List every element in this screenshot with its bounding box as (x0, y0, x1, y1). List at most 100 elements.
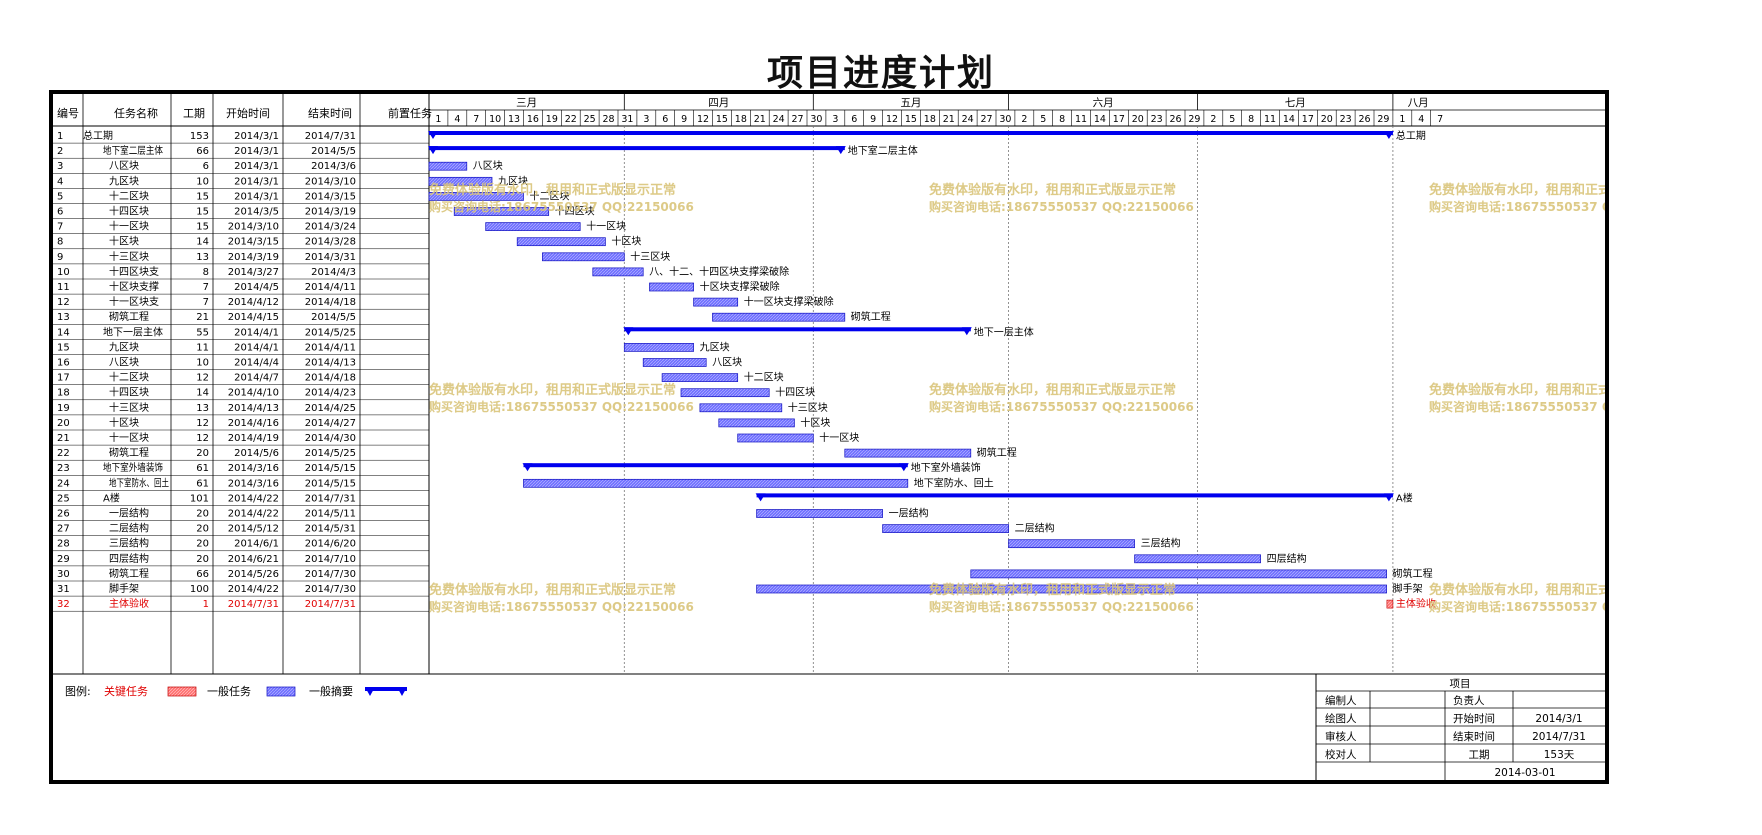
task-id: 20 (57, 418, 70, 429)
bar-label: 八、十二、十四区块支撑梁破除 (649, 265, 789, 278)
watermark-line1: 免费体验版有水印，租用和正式版显示正常 (429, 382, 676, 398)
task-id: 11 (57, 282, 70, 293)
task-start: 2014/4/22 (228, 584, 279, 595)
task-id: 1 (57, 131, 63, 142)
task-duration: 20 (196, 524, 209, 535)
task-id: 17 (57, 373, 70, 384)
bar-label: 砌筑工程 (977, 446, 1017, 459)
task-start: 2014/4/4 (234, 358, 279, 369)
task-bar (428, 161, 468, 171)
legend-critical-swatch (167, 686, 197, 697)
task-end: 2014/6/20 (305, 539, 356, 550)
task-bar (737, 433, 814, 443)
critical-bar (1386, 599, 1394, 609)
watermark-line1: 免费体验版有水印，租用和正式版显示正常 (429, 182, 676, 198)
header-task-name: 任务名称 (114, 106, 158, 120)
task-name: 十一区块 (109, 431, 149, 444)
task-duration: 55 (196, 327, 209, 338)
task-duration: 12 (196, 433, 209, 444)
task-end: 2014/5/15 (305, 463, 356, 474)
task-start: 2014/4/19 (228, 433, 279, 444)
task-end: 2014/5/5 (311, 312, 356, 323)
task-duration: 15 (196, 222, 209, 233)
bar-label: 二层结构 (1015, 522, 1055, 535)
task-start: 2014/7/31 (228, 599, 279, 610)
legend-label: 图例: (65, 684, 91, 698)
task-name: 十区块 (109, 416, 139, 429)
bar-label: 九区块 (700, 341, 730, 353)
watermark-line1: 免费体验版有水印，租用和正式版显示正常 (1429, 582, 1605, 598)
task-name: 十二区块 (109, 189, 149, 202)
bar-label: 地下室二层主体 (848, 144, 918, 157)
info-drawer-label: 绘图人 (1325, 712, 1357, 725)
day-tick-label: 18 (924, 114, 936, 125)
summary-bar (429, 146, 845, 151)
task-start: 2014/4/15 (228, 312, 279, 323)
day-tick-label: 29 (1377, 114, 1389, 125)
task-start: 2014/3/5 (234, 207, 279, 218)
task-name: 十四区块支 (109, 265, 159, 278)
bar-label: 八区块 (712, 357, 742, 369)
task-start: 2014/3/1 (234, 146, 279, 157)
info-date-value: 2014-03-01 (1494, 767, 1555, 779)
task-name: 十区块 (109, 235, 139, 248)
task-bar (516, 237, 606, 247)
task-id: 9 (57, 252, 63, 263)
task-start: 2014/5/12 (228, 524, 279, 535)
task-bar (699, 403, 783, 413)
month-label: 四月 (708, 97, 729, 109)
task-end: 2014/7/31 (305, 599, 356, 610)
task-start: 2014/3/1 (234, 176, 279, 187)
task-end: 2014/4/13 (305, 358, 356, 369)
summary-bar (523, 463, 908, 468)
task-duration: 61 (196, 478, 209, 489)
task-name: 八区块 (109, 160, 139, 172)
task-start: 2014/4/1 (234, 327, 279, 338)
bar-label: 十一区块 (586, 220, 626, 233)
task-name: 十一区块 (109, 220, 149, 233)
info-duration-value: 153天 (1544, 749, 1575, 761)
task-bar (718, 418, 795, 428)
watermark-line1: 免费体验版有水印，租用和正式版显示正常 (929, 582, 1176, 598)
task-start: 2014/4/10 (228, 388, 279, 399)
task-end: 2014/3/19 (305, 207, 356, 218)
bar-label: 砌筑工程 (851, 310, 891, 323)
task-duration: 13 (196, 252, 209, 263)
bar-label: 十三区块 (788, 401, 828, 414)
day-tick-label: 29 (1188, 114, 1200, 125)
task-id: 4 (57, 176, 63, 187)
day-tick-label: 17 (1302, 114, 1314, 125)
watermark-line2: 购买咨询电话:18675550537 QQ:22150066 (429, 199, 694, 214)
day-tick-label: 30 (999, 114, 1011, 125)
task-name: 三层结构 (109, 537, 149, 550)
task-bar (542, 252, 625, 262)
day-tick-label: 27 (792, 114, 804, 125)
task-duration: 66 (196, 569, 209, 580)
task-end: 2014/7/31 (305, 131, 356, 142)
task-duration: 100 (190, 584, 209, 595)
task-name: 砌筑工程 (109, 310, 149, 323)
watermark-line2: 购买咨询电话:18675550537 QQ:22150066 (1429, 399, 1605, 414)
info-reviewer-label: 审核人 (1325, 730, 1357, 743)
task-id: 31 (57, 584, 70, 595)
task-name: 九区块 (109, 341, 139, 353)
day-tick-label: 12 (886, 114, 898, 125)
task-duration: 20 (196, 509, 209, 520)
task-id: 10 (57, 267, 70, 278)
task-duration: 101 (190, 493, 209, 504)
task-end: 2014/5/15 (305, 478, 356, 489)
table-grid (82, 94, 430, 674)
task-start: 2014/4/1 (234, 342, 279, 353)
info-header: 项目 (1450, 678, 1471, 690)
task-name: 十区块支撑 (109, 280, 159, 293)
day-tick-label: 1 (435, 114, 441, 125)
task-duration: 20 (196, 539, 209, 550)
gantt-bars: 总工期地下室二层主体八区块九区块十二区块十四区块十一区块十区块十三区块八、十二、… (428, 129, 1436, 610)
task-duration: 10 (196, 358, 209, 369)
task-name: 十四区块 (109, 205, 149, 218)
task-name: 十二区块 (109, 371, 149, 384)
bar-label: 八区块 (473, 160, 503, 172)
bar-label: 十区块支撑梁破除 (700, 280, 780, 293)
